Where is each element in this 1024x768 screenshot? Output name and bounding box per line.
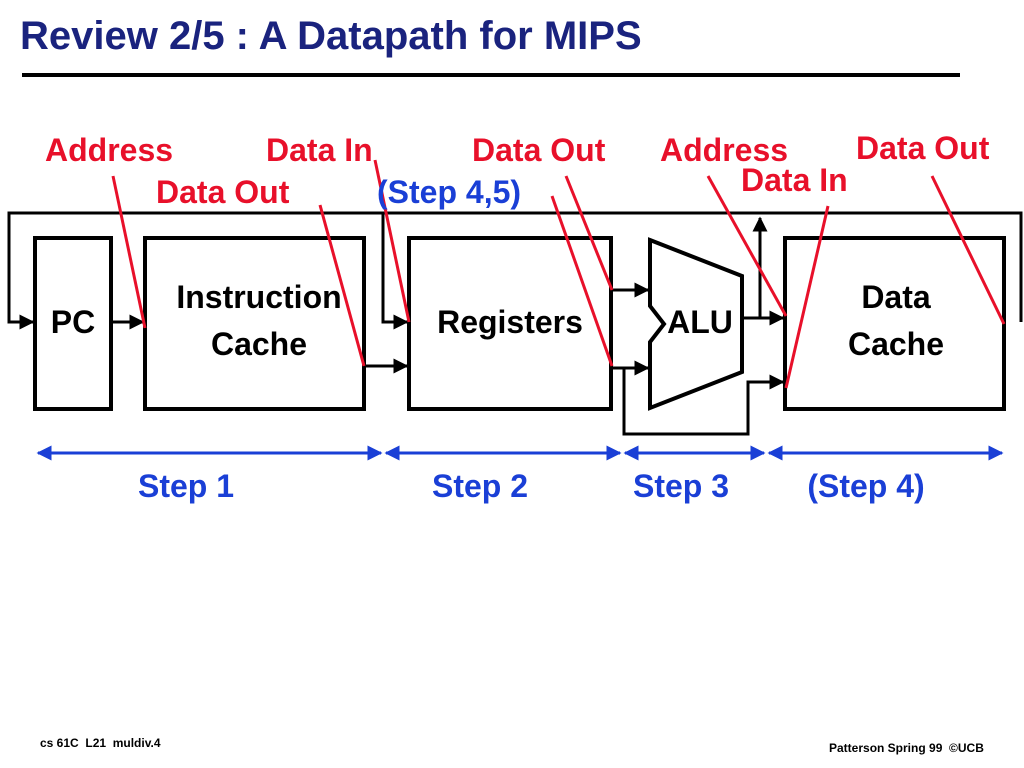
dcache-data-in-label: Data In (741, 162, 848, 198)
dcache-address-pointer (706, 175, 788, 317)
icache-data-out-label: Data Out (156, 174, 290, 210)
alu-label: ALU (667, 304, 733, 340)
dcache-data-in-pointer (784, 205, 830, 389)
reg-data-out-pointer-a (564, 175, 614, 291)
instruction-cache-label-line2: Cache (211, 326, 307, 362)
step1-label: Step 1 (138, 468, 234, 504)
data-cache-block (783, 236, 1006, 411)
footer-credit: Patterson Spring 99 ©UCB (829, 741, 984, 755)
data-cache-label-line2: Cache (848, 326, 944, 362)
reg-step-note-label: (Step 4,5) (377, 174, 521, 210)
pc-block (33, 236, 113, 411)
pc-label: PC (51, 304, 95, 340)
dcache-data-out-pointer (930, 175, 1006, 325)
registers-label: Registers (437, 304, 583, 340)
reg-data-out-pointer-b (550, 195, 614, 367)
pc-feedback-wire (7, 211, 1023, 330)
step4-label: (Step 4) (807, 468, 924, 504)
alu-block (648, 237, 744, 411)
footer-course-id: cs 61C L21 muldiv.4 (40, 736, 161, 750)
instruction-cache-block (143, 236, 366, 411)
icache-address-label: Address (45, 132, 173, 168)
reg-data-in-pointer (373, 159, 411, 323)
annotation-pointers (111, 159, 1006, 389)
step2-label: Step 2 (432, 468, 528, 504)
reg-data-in-label: Data In (266, 132, 373, 168)
data-cache-label-line1: Data (861, 279, 931, 315)
reg-data-out-label: Data Out (472, 132, 606, 168)
slide-title: Review 2/5 : A Datapath for MIPS (20, 14, 642, 58)
icache-data-out-pointer (318, 204, 366, 367)
dcache-data-out-label: Data Out (856, 130, 990, 166)
dcache-address-label: Address (660, 132, 788, 168)
writeback-wire (381, 213, 409, 330)
instruction-cache-label-line1: Instruction (176, 279, 341, 315)
step3-label: Step 3 (633, 468, 729, 504)
icache-address-pointer (111, 175, 147, 329)
registers-to-dcache-data-wire (622, 368, 785, 436)
title-underline (22, 73, 960, 77)
